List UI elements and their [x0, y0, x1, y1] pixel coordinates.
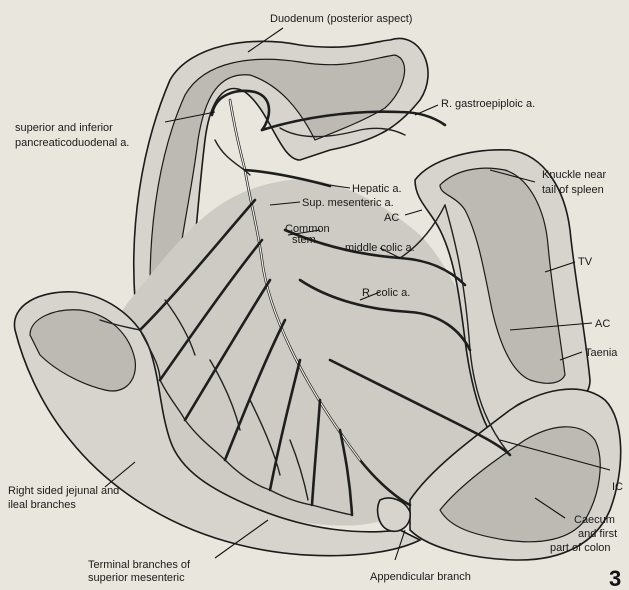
label-jejunal-line2: ileal branches: [8, 499, 76, 511]
label-caecum-line2: and first: [578, 528, 617, 540]
label-pancreaticoduodenal-line2: pancreaticoduodenal a.: [15, 137, 129, 149]
label-terminal-line2: superior mesenteric: [88, 572, 185, 584]
label-middle-colic: middle colic a.: [345, 242, 415, 254]
label-pancreaticoduodenal-line1: superior and inferior: [15, 122, 113, 134]
figure-number: 3: [609, 566, 621, 590]
label-tv: TV: [578, 256, 593, 268]
label-sup-mesenteric: Sup. mesenteric a.: [302, 197, 394, 209]
label-knuckle-line1: Knuckle near: [542, 169, 607, 181]
label-knuckle-line2: tail of spleen: [542, 184, 604, 196]
label-hepatic: Hepatic a.: [352, 183, 402, 195]
label-caecum-line1: Caecum: [574, 514, 615, 526]
label-r-gastroepiploic: R. gastroepiploic a.: [441, 98, 535, 110]
label-taenia: Taenia: [585, 347, 618, 359]
label-r-colic: R. colic a.: [362, 287, 410, 299]
label-ic: IC: [612, 481, 623, 493]
label-terminal-line1: Terminal branches of: [88, 559, 191, 571]
label-ac-upper: AC: [384, 212, 399, 224]
label-ac-lower: AC: [595, 318, 610, 330]
label-caecum-line3: part of colon: [550, 542, 611, 554]
label-duodenum: Duodenum (posterior aspect): [270, 13, 412, 25]
label-common-line2: stem: [292, 234, 316, 246]
label-appendicular: Appendicular branch: [370, 571, 471, 583]
label-jejunal-line1: Right sided jejunal and: [8, 485, 119, 497]
